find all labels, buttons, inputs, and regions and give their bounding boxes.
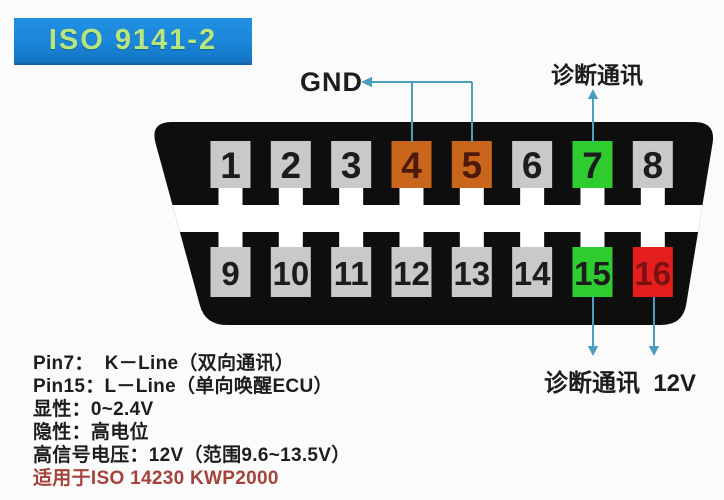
pin-6-neck — [520, 185, 545, 207]
pin15-arrowhead — [587, 346, 599, 356]
pin-2: 2 — [270, 141, 311, 207]
pin-1-label: 1 — [220, 145, 241, 186]
pin-9-pad — [210, 247, 251, 297]
pin-6-label: 6 — [522, 145, 543, 186]
note-dominant: 显性：0~2.4V — [33, 399, 154, 420]
callout-arrows — [361, 76, 660, 356]
pin-4-pad — [391, 141, 432, 188]
gnd-arrowhead — [361, 76, 372, 88]
pin-2-label: 2 — [281, 145, 302, 186]
pin-13-pad — [451, 247, 492, 297]
protocol-banner: ISO 9141-2 — [14, 18, 252, 65]
pin-7: 7 — [572, 141, 613, 207]
pin-8-neck — [640, 185, 665, 207]
pin-12-pad — [391, 247, 432, 297]
pin-14: 14 — [512, 229, 553, 297]
pin-8-label: 8 — [643, 145, 664, 186]
pin-11: 11 — [331, 229, 372, 297]
pin-5-neck — [459, 185, 484, 207]
protocol-title: ISO 9141-2 — [48, 24, 218, 56]
pin-9-neck — [218, 229, 243, 249]
pin-8-pad — [632, 141, 673, 188]
pin-16: 16 — [632, 229, 673, 297]
note-applies-to: 适用于ISO 14230 KWP2000 — [33, 468, 279, 489]
pin-14-neck — [520, 229, 545, 249]
pin-3-neck — [339, 185, 364, 207]
pin-11-neck — [339, 229, 364, 249]
pin7-arrowhead — [587, 89, 599, 99]
pin-10-pad — [270, 247, 311, 297]
pin15-16-callout-label: 诊断通讯 12V — [544, 370, 697, 397]
pin-2-neck — [278, 185, 303, 207]
pin-11-label: 11 — [334, 255, 369, 292]
pin-5: 5 — [451, 141, 492, 207]
pin-14-pad — [512, 247, 553, 297]
note-recessive: 隐性：高电位 — [33, 422, 149, 443]
pin-7-pad — [572, 141, 613, 188]
pin-16-pad — [632, 247, 673, 297]
pin-7-neck — [580, 185, 605, 207]
pin-4-neck — [399, 185, 424, 207]
pin-13-label: 13 — [453, 255, 490, 292]
gnd-label: GND — [300, 67, 363, 97]
pin-10-neck — [278, 229, 303, 249]
pin-15-pad — [572, 247, 613, 297]
pin16-arrowhead — [648, 346, 660, 356]
pin-5-pad — [451, 141, 492, 188]
pin-1-neck — [218, 185, 243, 207]
pin-15: 15 — [572, 229, 613, 297]
connector-center-band — [160, 205, 712, 232]
pin-6: 6 — [512, 141, 553, 207]
pin-12-label: 12 — [393, 255, 430, 292]
note-pin7: Pin7： K－Line（双向通讯） — [33, 353, 295, 374]
notes-block: Pin7： K－Line（双向通讯） Pin15：L－Line（单向唤醒ECU）… — [33, 352, 513, 490]
pin-10: 10 — [270, 229, 311, 297]
pin-1: 1 — [210, 141, 251, 207]
pin-4: 4 — [391, 141, 432, 207]
pin-12: 12 — [391, 229, 432, 297]
note-high-signal: 高信号电压：12V（范围9.6~13.5V） — [33, 445, 351, 466]
pin-4-label: 4 — [401, 145, 422, 186]
pin-13-neck — [459, 229, 484, 249]
pin-9-label: 9 — [221, 255, 239, 292]
pin-3-pad — [331, 141, 372, 188]
pin-11-pad — [331, 247, 372, 297]
pin-7-label: 7 — [582, 145, 603, 186]
pin-3-label: 3 — [341, 145, 362, 186]
pin-16-neck — [640, 229, 665, 249]
pin-5-label: 5 — [462, 145, 483, 186]
pin-15-label: 15 — [574, 255, 611, 292]
pin-12-neck — [399, 229, 424, 249]
note-pin15: Pin15：L－Line（单向唤醒ECU） — [33, 376, 333, 397]
pin-13: 13 — [451, 229, 492, 297]
pin-3: 3 — [331, 141, 372, 207]
pin-15-neck — [580, 229, 605, 249]
pin-16-label: 16 — [634, 255, 671, 292]
pin-10-label: 10 — [272, 255, 309, 292]
pin-9: 9 — [210, 229, 251, 297]
pin-1-pad — [210, 141, 251, 188]
pin-14-label: 14 — [514, 255, 551, 292]
pin7-callout-label: 诊断通讯 — [551, 62, 643, 88]
pin-2-pad — [270, 141, 311, 188]
pin-8: 8 — [632, 141, 673, 207]
pin-6-pad — [512, 141, 553, 188]
